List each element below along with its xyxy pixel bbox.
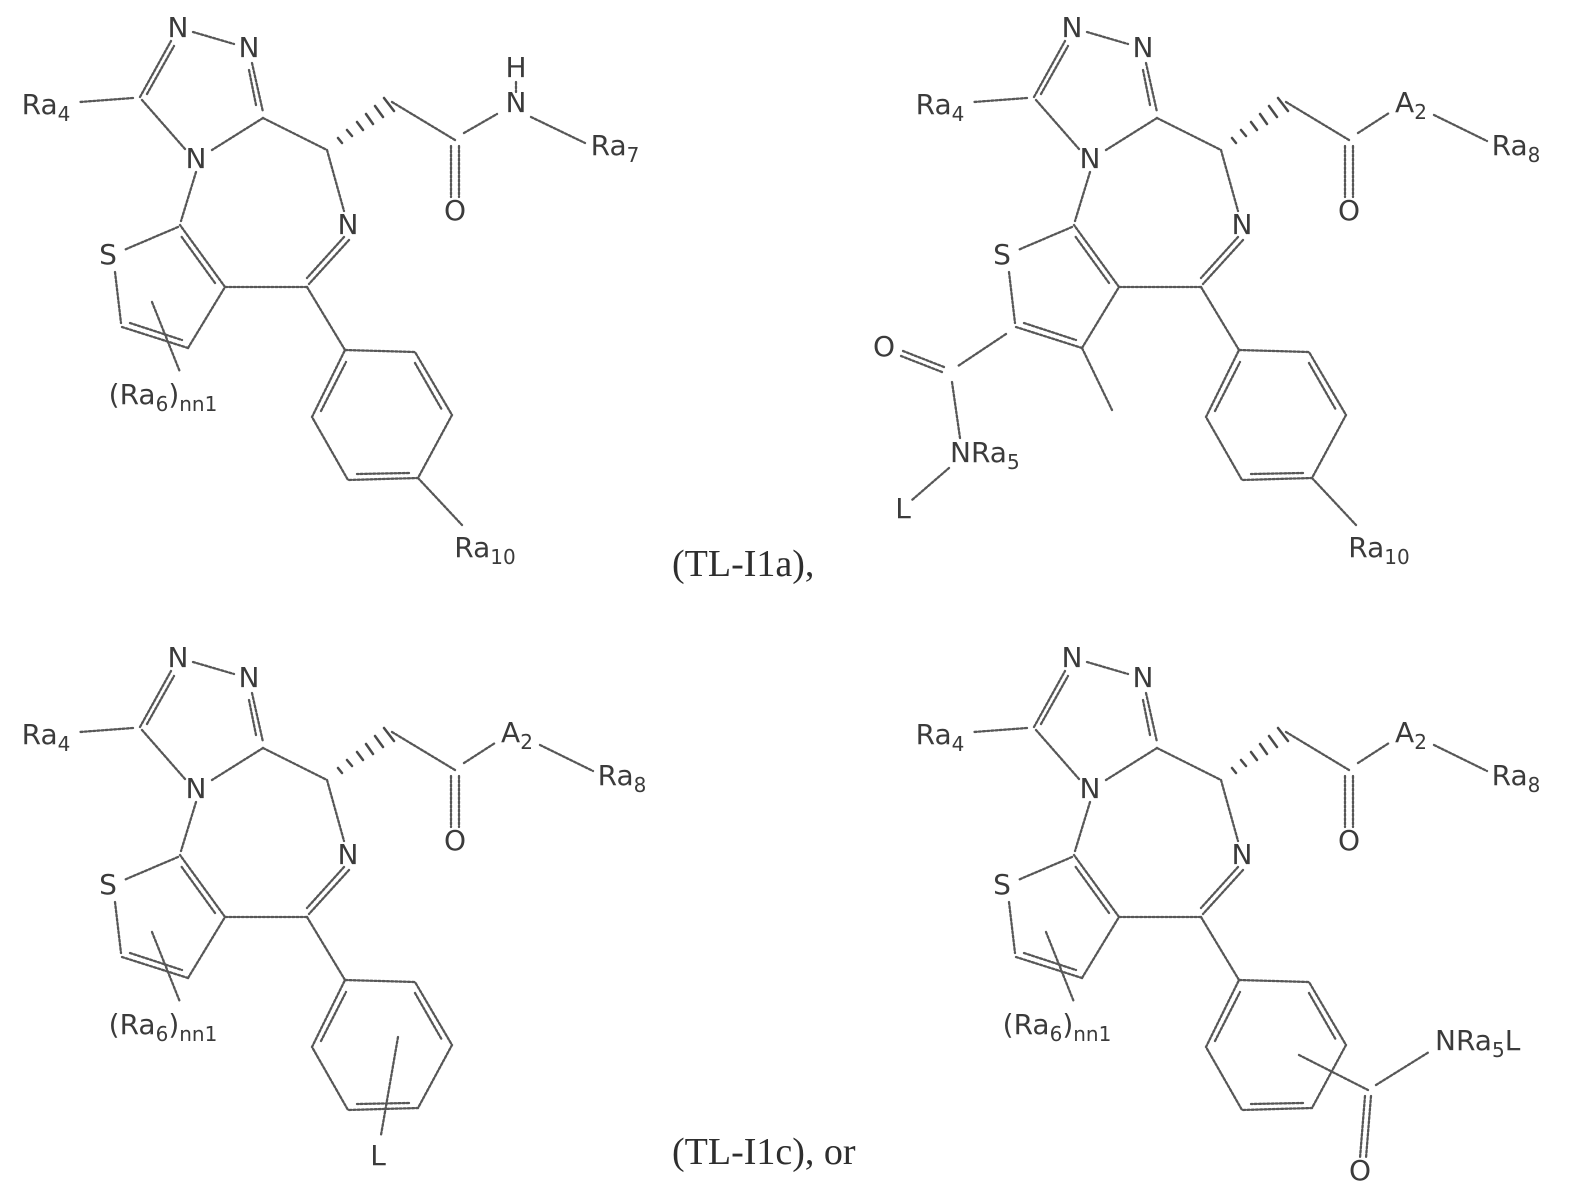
core-instance [20,639,468,1112]
structure-bottom-right: O NRa5L [914,639,1542,1187]
ra6-instance [1001,930,1113,1048]
formula-label-tl-i1a: (TL-I1a), [672,543,815,585]
formula-label-tl-i1c: (TL-I1c), or [672,1131,856,1173]
ra10-instance [416,476,517,571]
a2ra8-instance [1356,714,1542,799]
structure-bottom-left: L [20,639,648,1172]
hydrogen-atom-label: H [505,51,526,84]
l-linker-label: L [895,492,911,525]
phenyl-amide-carbonyl-double [1358,1094,1373,1160]
oxygen-atom-label: O [1349,1154,1371,1187]
phenyl-amide-bonds [1297,1050,1431,1092]
ra10-instance [1310,476,1411,571]
structure-top-right: O NRa5 L [873,9,1542,571]
nitrogen-atom-label: N [506,86,527,119]
l-linker-label: L [370,1139,386,1172]
nra5-substituent-label: NRa5 [950,436,1020,474]
thiophene-amide-carbonyl-double [899,349,946,374]
structure-top-left: N H Ra7 [20,9,640,571]
nra5l-substituent-label: NRa5L [1435,1024,1521,1062]
methyl-bond [1080,346,1114,412]
oxygen-atom-label: O [873,330,895,363]
a2ra8-instance [1356,84,1542,169]
l-crossing-bond [379,1035,400,1137]
core-instance [914,639,1362,1112]
core-instance [914,9,1362,482]
ra7-substituent-label: Ra7 [591,129,640,167]
core-instance [20,9,468,482]
amide-bonds [462,80,587,145]
thiophene-amide-bonds [910,332,1008,502]
ra6-instance [107,300,219,418]
ra6-instance [107,930,219,1048]
a2ra8-instance [462,714,648,799]
